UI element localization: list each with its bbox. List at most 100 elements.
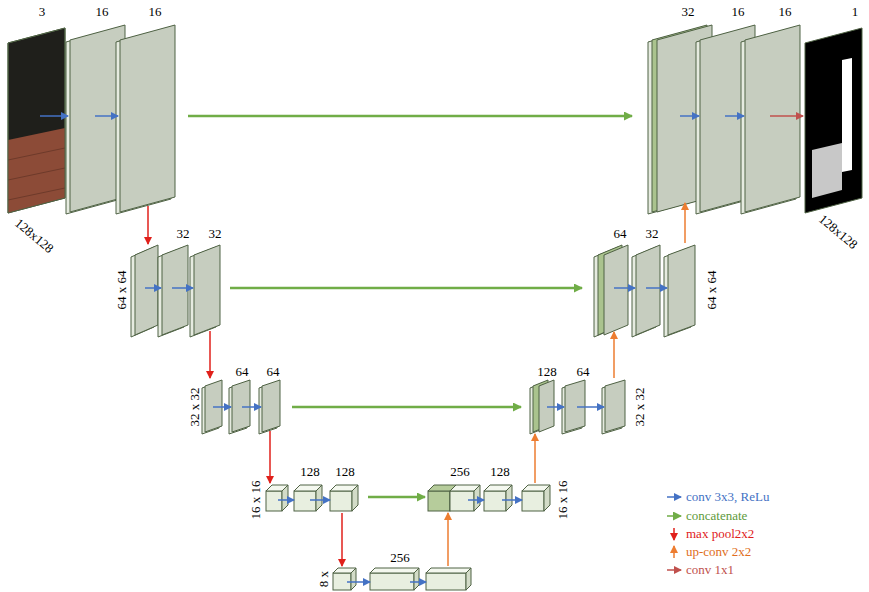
bottleneck-part xyxy=(351,568,356,590)
encoder-level-4-part xyxy=(316,485,322,511)
encoder-level-3-part xyxy=(262,380,280,432)
channel-count: 3 xyxy=(39,5,46,19)
decoder-level-4-part xyxy=(428,491,450,511)
encoder-level-3 xyxy=(202,380,280,434)
input-image-part xyxy=(8,168,65,180)
decoder-level-3 xyxy=(530,380,625,434)
concatenate-arrow-part xyxy=(292,406,521,409)
encoder-level-2 xyxy=(131,245,220,337)
max-pool-arrow xyxy=(148,206,342,566)
channel-count: 64 xyxy=(236,365,249,379)
output-mask-part xyxy=(805,28,862,213)
decoder-level-2 xyxy=(594,245,695,337)
channel-count: 128 xyxy=(490,465,510,479)
channel-count: 32 xyxy=(646,227,659,241)
concatenate-arrow-part xyxy=(230,287,582,290)
output-mask xyxy=(805,28,862,213)
bottleneck-part xyxy=(466,568,471,590)
bottleneck-part xyxy=(370,573,414,590)
max-pool-arrow-part xyxy=(341,513,343,566)
legend-text: conv 3x3, ReLu xyxy=(686,490,769,504)
decoder-level-4-part xyxy=(484,491,506,511)
concatenate-arrow-part xyxy=(368,496,425,499)
input-image-part xyxy=(8,188,65,200)
encoder-level-1 xyxy=(66,25,175,214)
conv-arrow-part xyxy=(547,406,564,408)
input-image-part xyxy=(8,28,65,213)
conv-arrow-part xyxy=(410,581,426,583)
channel-count: 128 xyxy=(335,465,355,479)
conv-arrow-part xyxy=(347,581,370,583)
max-pool-arrow-part xyxy=(209,331,211,378)
concatenate-arrow xyxy=(188,116,632,497)
decoder-level-1-part xyxy=(745,25,800,212)
channel-count: 256 xyxy=(450,465,470,479)
input-image-part xyxy=(8,28,65,213)
channel-count: 64 xyxy=(614,227,627,241)
conv-arrow-part xyxy=(725,115,744,117)
conv-arrow-part xyxy=(213,406,231,408)
encoder-level-4-part xyxy=(294,491,316,511)
encoder-level-4-part xyxy=(352,485,358,511)
bottleneck-part xyxy=(414,568,419,590)
conv-arrow-part xyxy=(614,287,635,289)
size-label: 64 x 64 xyxy=(705,271,719,310)
up-conv-arrow xyxy=(448,203,685,566)
encoder-level-2-part xyxy=(135,245,158,335)
size-label: 128x128 xyxy=(12,216,56,256)
legend-arrow-part xyxy=(673,528,675,540)
conv-arrow-part xyxy=(40,115,68,117)
legend-text: concatenate xyxy=(686,509,747,523)
encoder-level-4-part xyxy=(266,491,282,511)
legend-arrow-part xyxy=(673,546,675,558)
encoder-level-2-part xyxy=(162,245,188,335)
decoder-level-2-part xyxy=(636,245,660,335)
decoder-level-1 xyxy=(648,25,800,214)
encoder-level-3-part xyxy=(232,380,250,432)
channel-count: 1 xyxy=(852,5,859,19)
channel-count: 16 xyxy=(96,5,109,19)
size-label: 64 x 64 xyxy=(115,271,129,310)
encoder-level-1-part xyxy=(120,25,175,212)
encoder-level-4 xyxy=(266,485,358,511)
conv-arrow-part xyxy=(502,499,522,501)
channel-count: 32 xyxy=(177,227,190,241)
max-pool-arrow-part xyxy=(147,206,149,244)
decoder-level-4-part xyxy=(506,485,512,511)
up-conv-arrow-part xyxy=(534,434,536,483)
input-image xyxy=(8,28,65,213)
output-mask-part xyxy=(812,143,842,198)
decoder-level-4-part xyxy=(522,491,544,511)
decoder-level-4 xyxy=(428,485,550,511)
legend-arrow-part xyxy=(667,569,681,571)
bottleneck-part xyxy=(426,573,466,590)
encoder-level-3-part xyxy=(205,380,222,432)
channel-count: 16 xyxy=(149,5,162,19)
decoder-level-2-part xyxy=(668,245,695,335)
conv-arrow-part xyxy=(145,287,161,289)
channel-count: 64 xyxy=(577,365,590,379)
size-label: 8 x xyxy=(317,571,331,587)
channel-count: 256 xyxy=(390,551,410,565)
decoder-level-4-part xyxy=(474,485,480,511)
size-label: 16 x 16 xyxy=(556,481,570,520)
channel-count: 16 xyxy=(732,5,745,19)
decoder-level-3-part xyxy=(605,380,625,432)
conv-arrow-part xyxy=(468,499,484,501)
conv-arrow-part xyxy=(278,499,294,501)
conv-arrow-part xyxy=(680,115,699,117)
decoder-level-2-part xyxy=(604,245,628,335)
channel-count: 128 xyxy=(300,465,320,479)
size-label: 128x128 xyxy=(816,212,860,252)
decoder-level-4-part xyxy=(544,485,550,511)
conv-arrow-part xyxy=(172,287,193,289)
max-pool-arrow-part xyxy=(269,431,271,483)
encoder-level-2-part xyxy=(194,245,220,335)
decoder-level-4-part xyxy=(450,491,474,511)
conv-arrow-part xyxy=(646,287,667,289)
conv-arrow-part xyxy=(310,499,330,501)
output-mask-part xyxy=(842,58,852,172)
decoder-level-3-part xyxy=(539,380,554,432)
conv-arrow-part xyxy=(577,406,604,408)
